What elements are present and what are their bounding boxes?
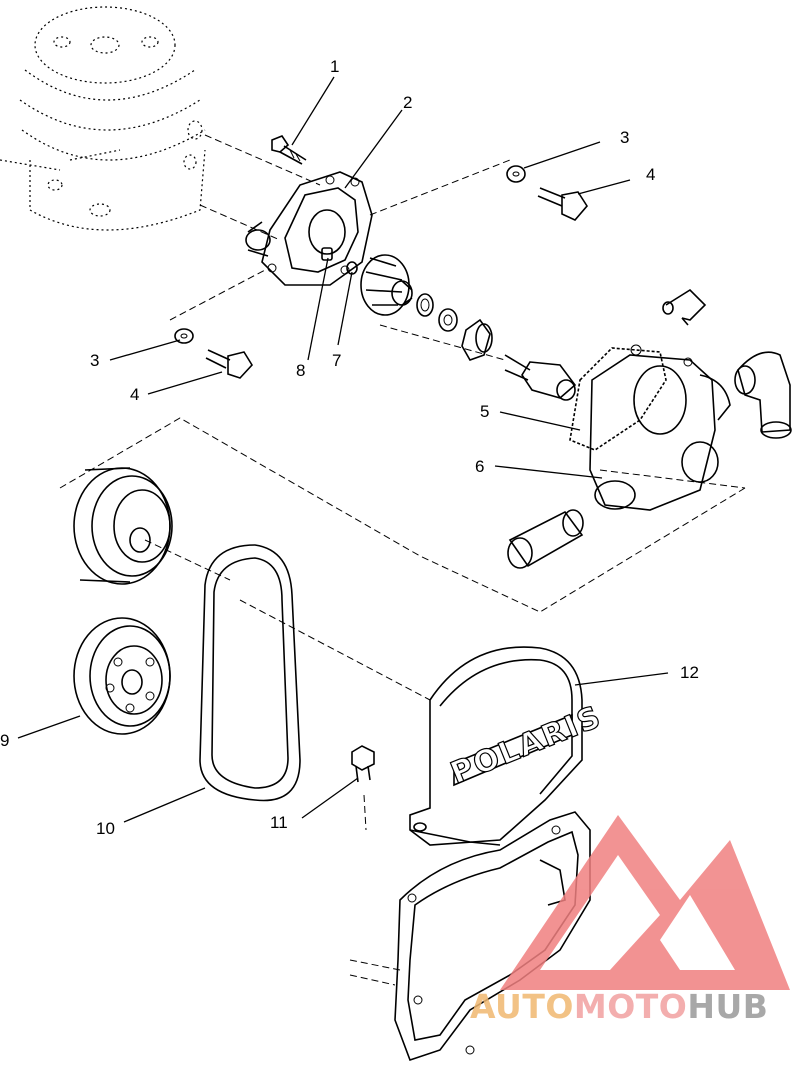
drive-belt-part-10	[199, 544, 301, 802]
crankcase-belt-housing	[349, 811, 591, 1062]
callout-1: 1	[330, 57, 339, 76]
water-pump-housing-part-2	[245, 171, 373, 286]
bearing	[461, 318, 493, 361]
callout-3-left: 3	[90, 351, 99, 370]
washer-part-3-right	[506, 165, 526, 183]
svg-text:AUTOMOTOHUB: AUTOMOTOHUB	[470, 987, 768, 1026]
watermark-auto: AUTO	[470, 987, 574, 1026]
callout-6: 6	[475, 457, 484, 476]
bolt-part-4-right	[537, 187, 588, 221]
bolt-part-1	[271, 135, 307, 165]
callout-labels: 1 2 3 3 4 4 5 6 7 8 9 10 11 12	[0, 57, 699, 838]
callout-7: 7	[332, 351, 341, 370]
callout-3-right: 3	[620, 128, 629, 147]
callout-8: 8	[296, 361, 305, 380]
callout-5: 5	[480, 402, 489, 421]
pump-elbow-fitting	[734, 351, 792, 439]
callout-4-right: 4	[646, 165, 655, 184]
watermark-moto: MOTO	[574, 987, 687, 1026]
callout-12: 12	[680, 663, 699, 682]
bearing-washer	[438, 308, 458, 332]
coolant-tube	[507, 509, 584, 569]
engine-cylinder-head	[0, 6, 206, 231]
pump-shaft	[504, 354, 577, 401]
callout-10: 10	[96, 819, 115, 838]
callout-11: 11	[270, 813, 288, 832]
leader-lines	[17, 76, 669, 823]
screw-part-11	[351, 745, 375, 831]
callout-9: 9	[0, 731, 9, 750]
pump-gasket-part-5	[569, 347, 667, 451]
watermark-triangle-logo	[500, 815, 790, 990]
seal-ring	[416, 293, 434, 317]
watermark-hub: HUB	[687, 987, 768, 1026]
bleed-valve-fitting	[662, 288, 707, 326]
drive-pulley	[73, 467, 173, 585]
pump-cover-part-6	[589, 344, 731, 511]
impeller	[360, 254, 413, 316]
callout-2: 2	[403, 93, 412, 112]
cover-logo: POLARIS	[446, 699, 607, 791]
driven-pulley-part-9	[73, 617, 171, 735]
callout-4-left: 4	[130, 385, 139, 404]
washer-part-3-left	[174, 328, 194, 344]
bolt-part-4-left	[205, 349, 253, 379]
automotohub-watermark: AUTOMOTOHUB	[470, 815, 790, 1026]
